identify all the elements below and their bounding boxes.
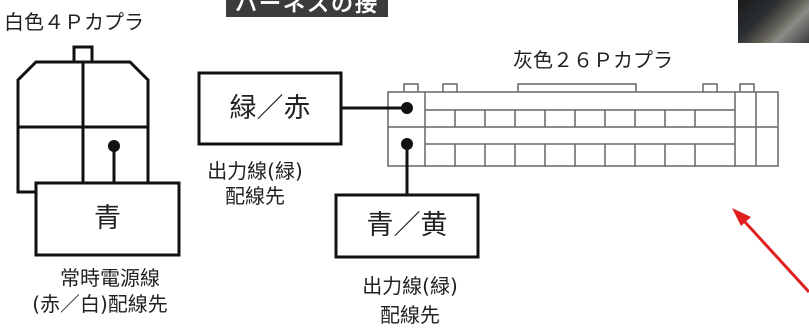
white-4p-connector-title: 白色４Ｐカプラ: [4, 10, 144, 34]
left-output-caption-line2: 配線先: [225, 184, 285, 208]
power-caption-line2: (赤／白)配線先: [32, 292, 168, 316]
green-red-label: 緑／赤: [229, 93, 311, 124]
blue-box: [34, 181, 181, 257]
gray-26p-connector-title: 灰色２６Ｐカプラ: [513, 48, 673, 72]
white-4p-connector: [16, 45, 150, 194]
power-caption-line1: 常時電源線: [60, 266, 160, 290]
gray-26p-connector: [387, 83, 779, 167]
red-arrow: [732, 208, 809, 294]
mid-output-caption-line2: 配線先: [380, 303, 440, 327]
title-banner: ハーネスの接続先: [226, 0, 388, 17]
left-output-caption-line1: 出力線(緑): [207, 159, 303, 183]
engine-harness-photo: [738, 0, 809, 43]
green-red-box: [197, 71, 343, 146]
blue-yellow-box: [334, 193, 480, 259]
banner-text: ハーネスの接続先: [234, 0, 379, 17]
blue-yellow-label: 青／黄: [366, 210, 448, 241]
mid-output-caption-line1: 出力線(緑): [362, 274, 458, 298]
blue-label: 青: [94, 203, 121, 234]
